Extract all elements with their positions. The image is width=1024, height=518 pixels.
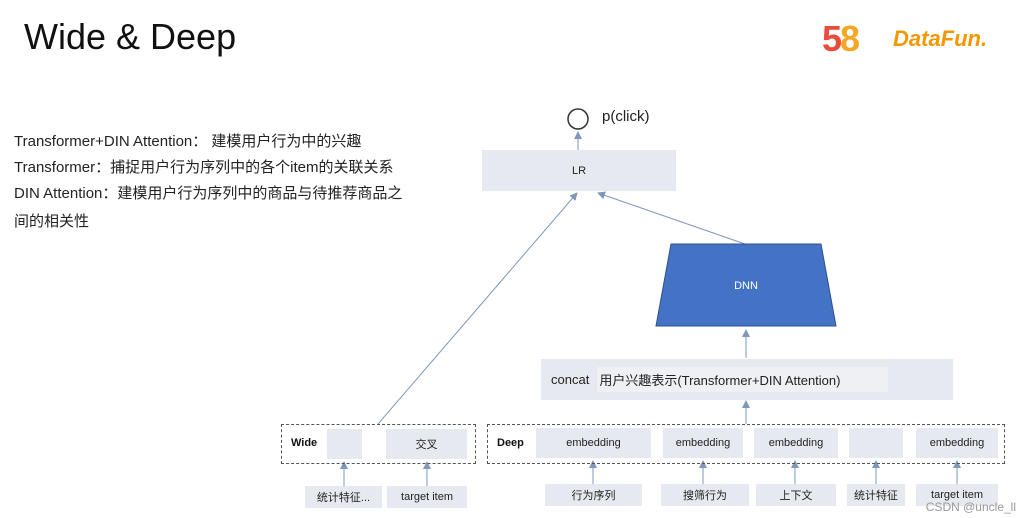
cross-box: 交叉: [386, 429, 467, 459]
wide-label: Wide: [291, 437, 318, 449]
dnn-layer: [655, 243, 837, 327]
concat-layer: concat 用户兴趣表示(Transformer+DIN Attention): [541, 359, 953, 400]
description-line: 间的相关性: [14, 213, 90, 230]
deep-label: Deep: [497, 437, 524, 449]
description-line: DIN Attention：建模用户行为序列中的商品与待推荐商品之: [14, 185, 403, 202]
input-box: 统计特征...: [305, 486, 382, 508]
input-box: 行为序列: [545, 484, 642, 506]
embedding-box: embedding: [916, 428, 998, 458]
input-box: 搜筛行为: [661, 484, 749, 506]
logo-datafun: DataFun.: [893, 26, 988, 51]
wide-group: [281, 424, 476, 464]
concat-inner: 用户兴趣表示(Transformer+DIN Attention): [597, 367, 889, 392]
dnn-label: DNN: [734, 280, 758, 292]
concat-label: concat: [551, 372, 590, 387]
watermark: CSDN @uncle_ll: [925, 500, 1016, 514]
lr-layer: LR: [482, 150, 676, 191]
embedding-box: embedding: [663, 428, 743, 458]
embedding-box: embedding: [754, 428, 838, 458]
wide-slot-box: [327, 429, 362, 459]
output-node: [567, 108, 589, 130]
input-box: 上下文: [756, 484, 836, 506]
deep-group: [487, 424, 1005, 464]
slide-title: Wide & Deep: [24, 16, 237, 57]
output-label: p(click): [602, 108, 650, 125]
input-box: target item: [387, 486, 467, 508]
deep-slot-box: [849, 428, 903, 458]
description-line: Transformer：捕捉用户行为序列中的各个item的关联关系: [14, 159, 394, 176]
embedding-box: embedding: [536, 428, 651, 458]
logo-58: 58: [822, 18, 860, 59]
input-box: target item: [916, 484, 998, 506]
input-box: 统计特征: [847, 484, 905, 506]
description-line: Transformer+DIN Attention： 建模用户行为中的兴趣: [14, 133, 362, 150]
